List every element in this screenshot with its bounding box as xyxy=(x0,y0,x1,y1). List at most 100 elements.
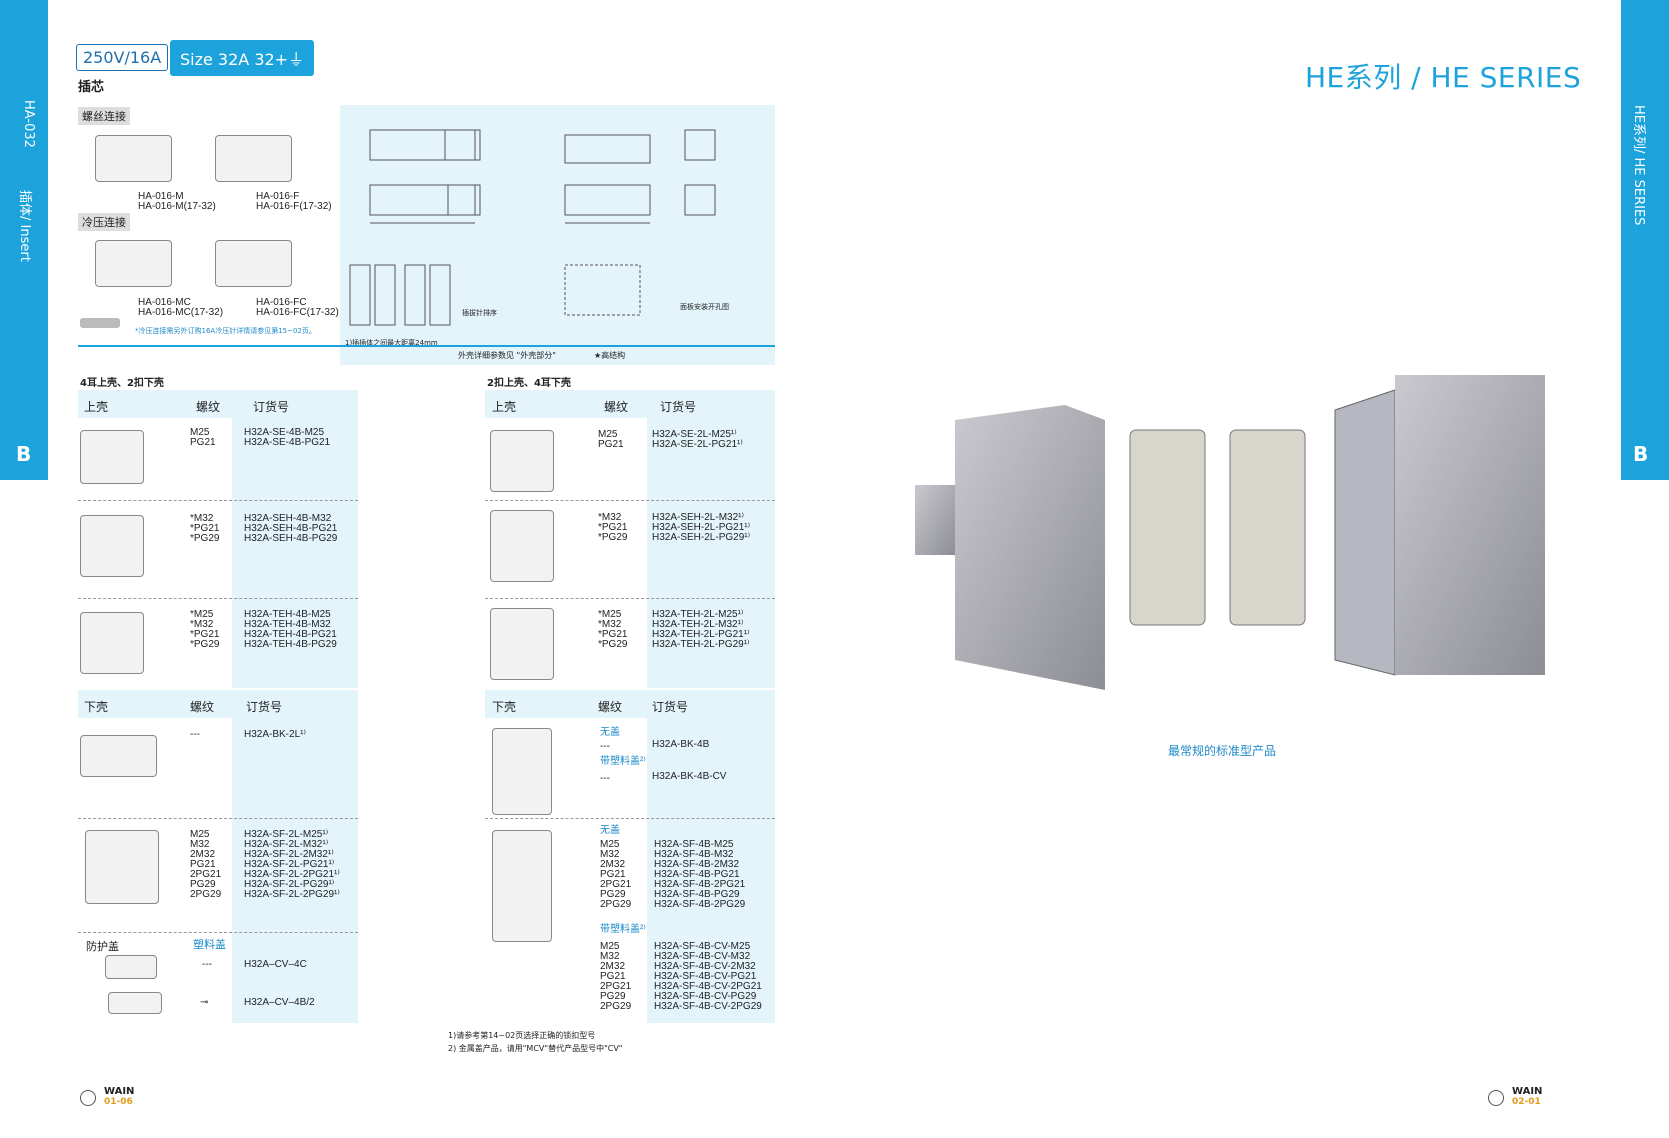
drawing-panel xyxy=(340,105,775,365)
sf-cv-threads: M25 M32 2M32 PG21 2PG21 PG29 2PG29 xyxy=(600,941,632,1012)
left-upper-threads-3: *M25 *M32 *PG21 *PG29 xyxy=(190,609,220,650)
bk-code-2: H32A-BK-4B-CV xyxy=(652,771,727,782)
left-upper-codes-1: H32A-SE-4B-M25 H32A-SE-4B-PG21 xyxy=(244,427,331,448)
footer-right-brand: WAIN xyxy=(1512,1086,1543,1097)
housing-se-4b-image xyxy=(80,430,144,484)
left-upper-code-column xyxy=(232,418,358,688)
size-badge: Size 32A 32+⏚ xyxy=(170,40,315,76)
cover-code-2: H32A–CV–4B/2 xyxy=(244,997,315,1008)
panel-cutout-label: 面板安装开孔图 xyxy=(680,303,729,311)
insert-male-crimp-image xyxy=(95,240,172,287)
right-upper-codes-1: H32A-SE-2L-M25¹⁾ H32A-SE-2L-PG21¹⁾ xyxy=(652,429,743,450)
product-image xyxy=(915,375,1545,690)
row-divider xyxy=(485,500,775,501)
left-upper-threads-1: M25 PG21 xyxy=(190,427,216,448)
insert-female-crimp-image xyxy=(215,240,292,287)
bk-plastic-label: 带塑料盖²⁾ xyxy=(600,756,646,767)
sf-threads: M25 M32 2M32 PG21 2PG21 PG29 2PG29 xyxy=(600,839,632,910)
right-lower-header-a: 下壳 xyxy=(492,700,517,714)
footnote-1: 1)请参考第14~02页选择正确的锁扣型号 xyxy=(448,1031,596,1040)
hood-cable-entry xyxy=(915,485,955,555)
row-divider xyxy=(78,932,358,933)
crimp-connection-label: 冷压连接 xyxy=(78,213,130,231)
housing-sf-4b-image xyxy=(492,830,552,942)
right-tab-arrow-icon xyxy=(1621,395,1641,435)
cover-threads-1: --- xyxy=(202,959,212,970)
left-lower-codes-2: H32A-SF-2L-M25¹⁾ H32A-SF-2L-M32¹⁾ H32A-S… xyxy=(244,829,340,900)
left-lower-codes-1: H32A-BK-2L¹⁾ xyxy=(244,729,306,740)
right-upper-codes-3: H32A-TEH-2L-M25¹⁾ H32A-TEH-2L-M32¹⁾ H32A… xyxy=(652,609,750,650)
right-tab-title: HE系列/ HE SERIES xyxy=(1631,105,1646,226)
bk-threads-1: --- xyxy=(600,741,610,752)
right-upper-header-c: 订货号 xyxy=(660,400,697,414)
lever-shape xyxy=(1334,389,1396,676)
screw-connection-label: 螺丝连接 xyxy=(78,107,130,125)
footer-left-page: 01-06 xyxy=(104,1097,133,1107)
footer-right-circle-icon xyxy=(1488,1090,1504,1106)
left-lower-code-column xyxy=(232,718,358,1023)
housing-bk-2l-image xyxy=(80,735,157,777)
right-upper-threads-1: M25 PG21 xyxy=(598,429,624,450)
insert-code-fc: HA-016-FC HA-016-FC(17-32) xyxy=(256,297,339,318)
left-upper-threads-2: *M32 *PG21 *PG29 xyxy=(190,513,220,544)
sf-cv-codes: H32A-SF-4B-CV-M25 H32A-SF-4B-CV-M32 H32A… xyxy=(654,941,762,1012)
cover-4c-image xyxy=(105,955,157,979)
row-divider xyxy=(78,500,358,501)
left-upper-header-b: 螺纹 xyxy=(196,400,221,414)
left-lower-header-b: 螺纹 xyxy=(190,700,215,714)
left-lower-threads-1: --- xyxy=(190,729,200,740)
housing-seh-4b-image xyxy=(80,515,144,577)
series-title: HE系列 / HE SERIES xyxy=(1305,61,1582,94)
bk-nocover-label: 无盖 xyxy=(600,727,620,738)
left-tab-arrow-icon xyxy=(28,395,48,435)
row-divider xyxy=(485,818,775,819)
dimension-drawing xyxy=(349,129,716,326)
insert-code-f: HA-016-F HA-016-F(17-32) xyxy=(256,191,332,212)
insert-code-mc: HA-016-MC HA-016-MC(17-32) xyxy=(138,297,224,318)
left-upper-header-bar xyxy=(78,390,358,418)
right-tab-letter: B xyxy=(1633,442,1649,466)
row-divider xyxy=(485,598,775,599)
housing-note-a: 外壳详细参数见 "外壳部分" xyxy=(458,351,556,360)
footer-right-page: 02-01 xyxy=(1512,1097,1541,1107)
cover-4b-image xyxy=(108,992,162,1014)
housing-bk-4b-image xyxy=(492,728,552,815)
left-upper-header-c: 订货号 xyxy=(253,400,290,414)
insert-male-image xyxy=(95,135,172,182)
housing-se-2l-image xyxy=(490,430,554,492)
left-upper-header-a: 上壳 xyxy=(84,400,109,414)
left-lower-header-a: 下壳 xyxy=(84,700,109,714)
right-section-title: 2扣上壳、4耳下壳 xyxy=(487,378,571,389)
pin-order-label: 插拔针排序 xyxy=(462,309,497,317)
female-insert-shape xyxy=(1129,429,1206,626)
housing-teh-2l-image xyxy=(490,608,554,680)
cover-label: 防护盖 xyxy=(86,940,119,953)
left-lower-threads-2: M25 M32 2M32 PG21 2PG21 PG29 2PG29 xyxy=(190,829,222,900)
row-divider xyxy=(78,818,358,819)
sf-codes: H32A-SF-4B-M25 H32A-SF-4B-M32 H32A-SF-4B… xyxy=(654,839,746,910)
right-lower-code-column xyxy=(647,718,775,1023)
drawing-note-1: 1)插插体之间最大距离24mm xyxy=(345,339,438,347)
male-insert-shape xyxy=(1229,429,1306,626)
left-section-title: 4耳上壳、2扣下壳 xyxy=(80,378,164,389)
housing-seh-2l-image xyxy=(490,510,554,582)
bk-code-1: H32A-BK-4B xyxy=(652,739,710,750)
right-upper-header-b: 螺纹 xyxy=(604,400,629,414)
hood-shape xyxy=(955,405,1105,690)
right-upper-header-bar xyxy=(485,390,775,418)
cover-code-1: H32A–CV–4C xyxy=(244,959,307,970)
voltage-badge: 250V/16A xyxy=(76,44,169,71)
left-tab-letter: B xyxy=(16,442,32,466)
cover-threads-2: ⊸ xyxy=(200,997,209,1008)
bk-threads-2: --- xyxy=(600,773,610,784)
crimp-note: *冷压连接需另外订购16A冷压针详情请参见第15~02页。 xyxy=(135,327,316,335)
footer-left-brand: WAIN xyxy=(104,1086,135,1097)
footer-left-circle-icon xyxy=(80,1090,96,1106)
right-lower-header-c: 订货号 xyxy=(652,700,689,714)
right-upper-threads-2: *M32 *PG21 *PG29 xyxy=(598,512,628,543)
insert-female-image xyxy=(215,135,292,182)
right-upper-header-a: 上壳 xyxy=(492,400,517,414)
insert-code-m: HA-016-M HA-016-M(17-32) xyxy=(138,191,216,212)
crimp-pin-image xyxy=(80,318,120,328)
sf-nocover-label: 无盖 xyxy=(600,825,620,836)
